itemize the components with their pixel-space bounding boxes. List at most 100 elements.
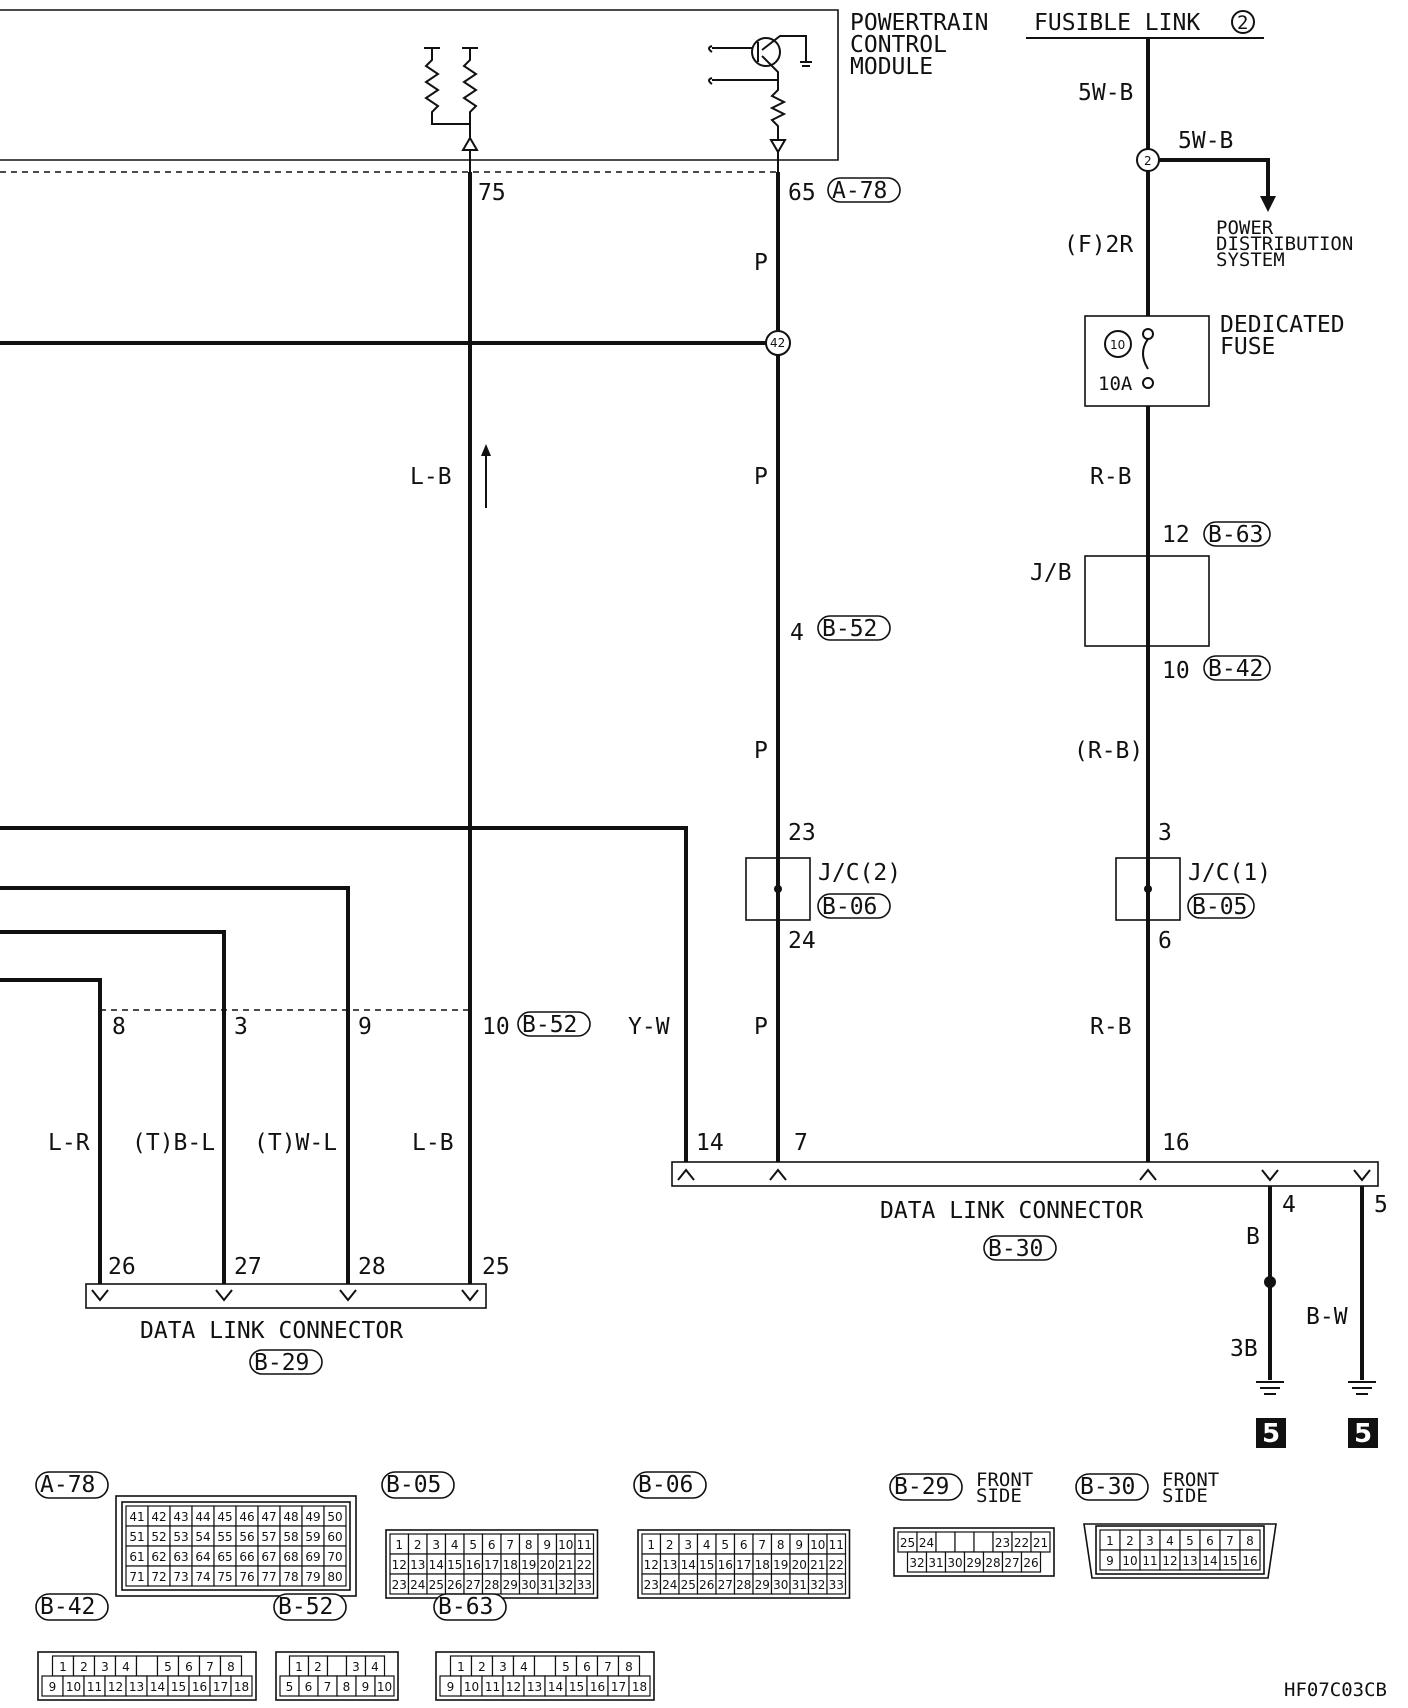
- face-pin: 15: [171, 1680, 186, 1694]
- face-pin: 17: [736, 1558, 751, 1572]
- pcm-transistor: [708, 35, 812, 172]
- pin-6: 6: [1158, 928, 1172, 954]
- wire-label-p2: P: [754, 464, 768, 490]
- face-pin: 12: [392, 1558, 407, 1572]
- face-pin: 5: [469, 1538, 477, 1552]
- face-pin: 26: [699, 1578, 714, 1592]
- face-pin: 8: [1246, 1534, 1254, 1548]
- face-pin: 5: [1186, 1534, 1194, 1548]
- face-pin: 22: [577, 1558, 592, 1572]
- p-wire: 65 A-78 P 42 P 4 B-52 P 23 J/C(2) B-06 2…: [745, 172, 901, 1168]
- face-pin: 28: [484, 1578, 499, 1592]
- conn-b06-tag: B-06: [822, 894, 877, 920]
- fusible-link-number: 2: [1237, 12, 1248, 34]
- face-pin: 18: [234, 1680, 249, 1694]
- pin-8: 8: [112, 1014, 126, 1040]
- face-pin: 60: [327, 1530, 342, 1544]
- face-side-b29: FRONT: [976, 1469, 1033, 1491]
- face-pin: 7: [604, 1660, 612, 1674]
- pin-10: 10: [482, 1014, 510, 1040]
- face-pin: 20: [540, 1558, 555, 1572]
- face-pin: 3: [684, 1538, 692, 1552]
- pin-4: 4: [790, 620, 804, 646]
- face-pin: 58: [283, 1530, 298, 1544]
- face-pin: 63: [173, 1550, 188, 1564]
- face-pin: 18: [503, 1558, 518, 1572]
- pcm-title-line3: MODULE: [850, 54, 933, 80]
- jc2-label: J/C(2): [818, 860, 901, 886]
- face-pin: 68: [283, 1550, 298, 1564]
- ground-point-1: 5: [1262, 1419, 1280, 1449]
- face-pin: 7: [324, 1680, 332, 1694]
- face-pin: 57: [261, 1530, 276, 1544]
- face-pin: 32: [558, 1578, 573, 1592]
- face-side-b30: FRONT: [1162, 1469, 1219, 1491]
- conn-a78-tag: A-78: [832, 178, 887, 204]
- face-pin: 22: [1014, 1536, 1029, 1550]
- face-pin: 76: [239, 1570, 254, 1584]
- face-pin: 33: [829, 1578, 844, 1592]
- face-side-b30: SIDE: [1162, 1485, 1208, 1507]
- wire-label-twl: (T)W-L: [254, 1130, 337, 1156]
- face-pin: 25: [429, 1578, 444, 1592]
- face-pin: 24: [410, 1578, 425, 1592]
- face-pin: 15: [699, 1558, 714, 1572]
- face-pin: 7: [758, 1538, 766, 1552]
- face-pin: 32: [810, 1578, 825, 1592]
- face-pin: 12: [108, 1680, 123, 1694]
- wire-label-3b: 3B: [1230, 1336, 1258, 1362]
- face-pin: 2: [478, 1660, 486, 1674]
- face-pin: 15: [1222, 1554, 1237, 1568]
- wire-label-rb-paren: (R-B): [1074, 738, 1143, 764]
- left-wire-group: 8 3 9 10 B-52 L-R (T)B-L (T)W-L L-B 26 2…: [0, 886, 591, 1298]
- face-pin: 2: [1126, 1534, 1134, 1548]
- face-pin: 1: [647, 1538, 655, 1552]
- face-pin: 8: [777, 1538, 785, 1552]
- figure-code: HF07C03CB: [1284, 1679, 1387, 1701]
- face-pin: 29: [966, 1556, 981, 1570]
- face-pin: 1: [1106, 1534, 1114, 1548]
- face-pin: 8: [525, 1538, 533, 1552]
- face-pin: 6: [1206, 1534, 1214, 1548]
- face-pin: 5: [286, 1680, 294, 1694]
- face-pin: 54: [195, 1530, 210, 1544]
- pin-10-jb: 10: [1162, 658, 1190, 684]
- face-pin: 2: [80, 1660, 88, 1674]
- pcm-title-line2: CONTROL: [850, 32, 947, 58]
- face-pin: 14: [1202, 1554, 1217, 1568]
- face-pin: 23: [644, 1578, 659, 1592]
- face-pin: 43: [173, 1510, 188, 1524]
- face-pin: 15: [447, 1558, 462, 1572]
- face-pin: 7: [206, 1660, 214, 1674]
- face-pin: 77: [261, 1570, 276, 1584]
- wire-label-lb-2: L-B: [412, 1130, 454, 1156]
- face-pin: 9: [795, 1538, 803, 1552]
- face-pin: 14: [681, 1558, 696, 1572]
- face-pin: 10: [810, 1538, 825, 1552]
- pcm-title-line1: POWERTRAIN: [850, 10, 988, 36]
- face-pin: 17: [611, 1680, 626, 1694]
- pin-3: 3: [234, 1014, 248, 1040]
- pin-75: 75: [478, 180, 506, 206]
- face-pin: 2: [314, 1660, 322, 1674]
- face-pin: 52: [151, 1530, 166, 1544]
- face-pin: 67: [261, 1550, 276, 1564]
- wire-label-5wb-a: 5W-B: [1078, 80, 1133, 106]
- wire-label-yw: Y-W: [628, 1014, 670, 1040]
- face-pin: 11: [485, 1680, 500, 1694]
- face-pin: 53: [173, 1530, 188, 1544]
- face-pin: 2: [414, 1538, 422, 1552]
- wire-label-f2r: (F)2R: [1064, 232, 1133, 258]
- face-pin: 9: [1106, 1554, 1114, 1568]
- junction-block-label: J/B: [1030, 560, 1072, 586]
- face-pin: 22: [829, 1558, 844, 1572]
- wire-label-lb-1: L-B: [410, 464, 452, 490]
- lb-wire: 75 L-B: [410, 172, 506, 1298]
- power-dist-line3: SYSTEM: [1216, 249, 1285, 271]
- fuse-number: 10: [1110, 338, 1125, 352]
- face-pin: 3: [499, 1660, 507, 1674]
- face-pin: 49: [305, 1510, 320, 1524]
- face-pin: 29: [503, 1578, 518, 1592]
- face-pin: 11: [829, 1538, 844, 1552]
- face-pin: 19: [521, 1558, 536, 1572]
